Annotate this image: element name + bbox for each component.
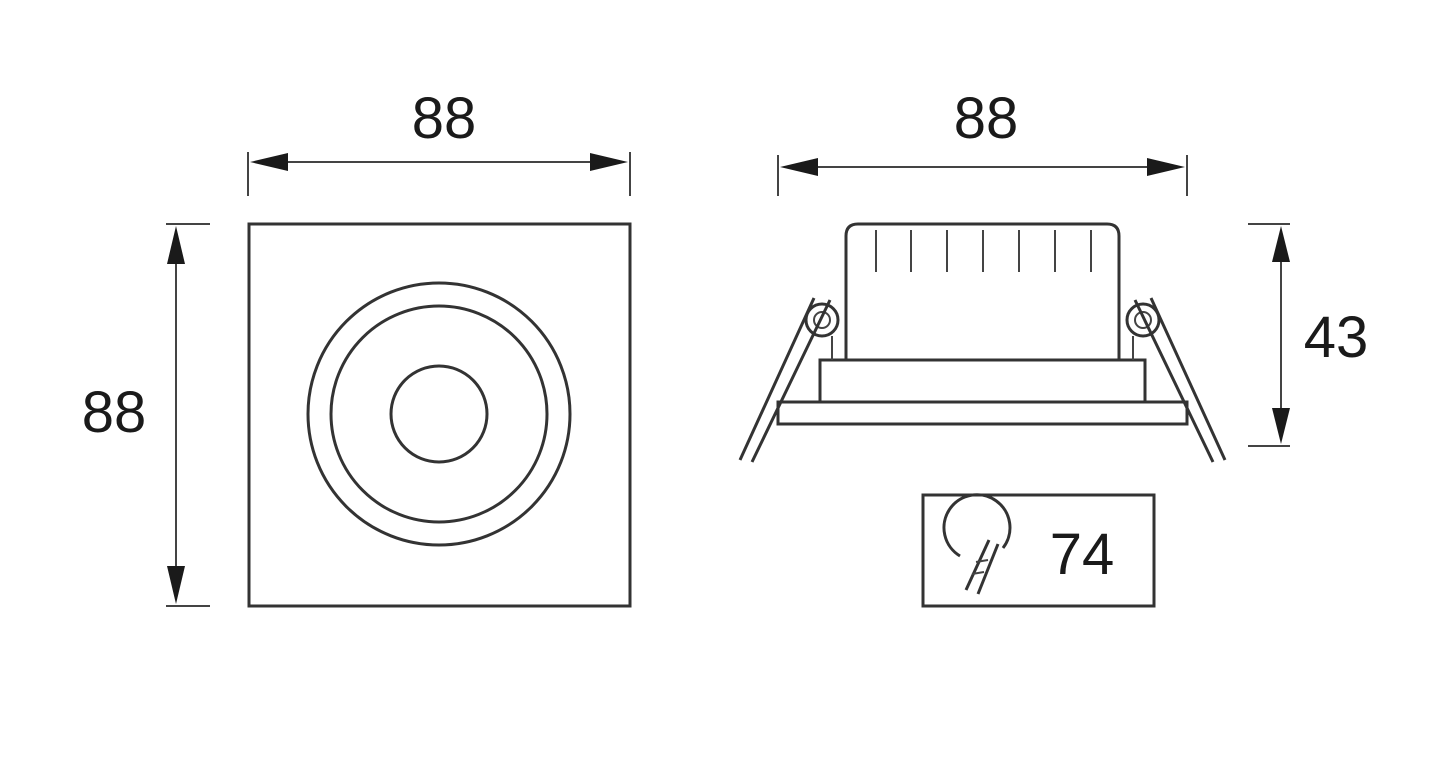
hole-saw-icon bbox=[942, 493, 1012, 595]
cutout-size-box: 74 bbox=[921, 493, 1156, 608]
left-spring-clip bbox=[738, 297, 840, 463]
side-view-width-dimension: 88 bbox=[777, 86, 1188, 196]
arrowhead-right bbox=[1147, 158, 1185, 176]
side-view-width-label: 88 bbox=[954, 86, 1019, 151]
top-view-width-dimension: 88 bbox=[247, 86, 631, 196]
trim-flange bbox=[776, 400, 1189, 426]
side-view-height-dimension: 43 bbox=[1248, 223, 1369, 447]
arrowhead-down bbox=[167, 566, 185, 604]
side-view: 88 43 bbox=[738, 86, 1369, 463]
cutout-diameter-label: 74 bbox=[1050, 522, 1115, 587]
arrowhead-down bbox=[1272, 408, 1290, 444]
cutout-box-frame bbox=[921, 493, 1156, 608]
arrowhead-up bbox=[1272, 226, 1290, 262]
arrowhead-left bbox=[250, 153, 288, 171]
square-trim-outline bbox=[247, 222, 632, 608]
middle-ring bbox=[329, 304, 549, 524]
outer-ring bbox=[306, 281, 572, 547]
arrowhead-up bbox=[167, 226, 185, 264]
right-spring-clip bbox=[1125, 297, 1227, 463]
top-view-width-label: 88 bbox=[412, 86, 477, 151]
lens-ring bbox=[389, 364, 489, 464]
heat-sink-body bbox=[844, 222, 1121, 362]
arrowhead-left bbox=[780, 158, 818, 176]
side-view-height-label: 43 bbox=[1304, 305, 1369, 370]
housing-body bbox=[818, 358, 1147, 404]
top-view-height-label: 88 bbox=[82, 380, 147, 445]
top-view: 88 88 bbox=[82, 86, 632, 608]
heat-sink-fins bbox=[875, 230, 1092, 272]
arrowhead-right bbox=[590, 153, 628, 171]
top-view-height-dimension: 88 bbox=[82, 223, 210, 607]
